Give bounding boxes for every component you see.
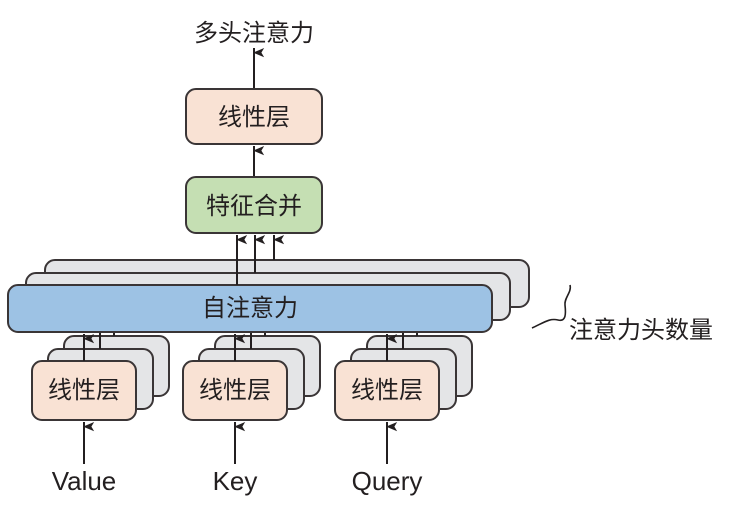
query-input-label: Query	[352, 466, 423, 496]
head-count-annotation: 注意力头数量	[569, 316, 713, 344]
key-input-label: Key	[213, 466, 258, 496]
diagram-title: 多头注意力	[194, 19, 314, 47]
value-linear-label: 线性层	[48, 376, 120, 404]
branch-query: 线性层 Query	[334, 333, 473, 496]
input-branches: 线性层 Value 线性层 Key 线性层 Query	[31, 333, 473, 496]
head-count-brace-icon	[531, 284, 572, 329]
self-attention-block: 自注意力	[7, 284, 493, 333]
self-attention-label: 自注意力	[202, 294, 298, 322]
branch-key: 线性层 Key	[182, 333, 321, 496]
output-linear-label: 线性层	[218, 103, 290, 131]
key-linear-label: 线性层	[199, 376, 271, 404]
concat-label: 特征合并	[206, 192, 302, 220]
query-linear-label: 线性层	[351, 376, 423, 404]
concat-block: 特征合并	[185, 176, 323, 234]
value-input-label: Value	[52, 466, 117, 496]
output-linear-layer: 线性层	[185, 88, 323, 145]
branch-value: 线性层 Value	[31, 333, 170, 496]
